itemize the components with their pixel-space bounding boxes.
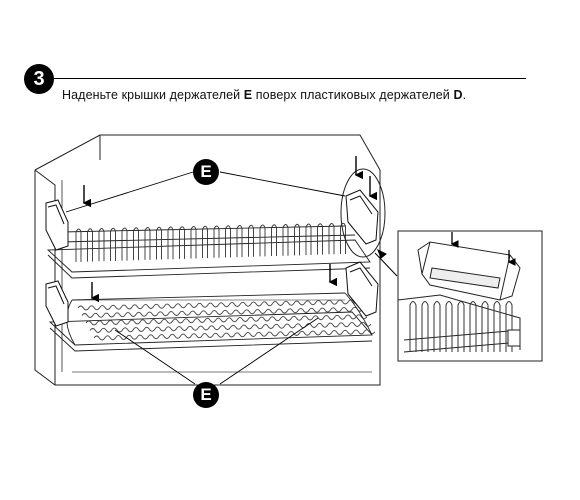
rack-rib [259, 224, 266, 257]
rack-wave-wire [93, 329, 376, 341]
rack-rib [156, 226, 162, 260]
rack-rib [167, 226, 174, 260]
instruction-label-d: D [453, 88, 463, 102]
inset-wire [481, 301, 489, 352]
lower-cup-rack [48, 292, 376, 352]
inset-wire [409, 301, 417, 352]
rack-rib [317, 223, 323, 255]
rack-wave-wire [89, 321, 372, 333]
rack-wave-wire [85, 314, 368, 326]
instruction-part-3: . [462, 88, 467, 102]
callout-e-bottom: E [193, 382, 219, 408]
rack-rib [225, 225, 231, 258]
inset-wire [445, 301, 453, 352]
rack-wave-wire [81, 306, 364, 318]
down-arrows [82, 156, 377, 303]
rack-rib [144, 227, 151, 260]
instruction-part-1: Наденьте крышки держателей [62, 88, 244, 102]
rack-rib [236, 225, 243, 258]
inset-wire [493, 301, 501, 352]
rack-rib [190, 226, 197, 259]
rack-rib [202, 225, 208, 259]
step-divider [54, 78, 526, 79]
callout-e-bottom-label: E [200, 385, 212, 404]
right-holders [345, 189, 379, 317]
rack-rib [110, 227, 116, 261]
rack-rib [340, 222, 346, 254]
left-holders [45, 199, 69, 327]
rack-rib [87, 228, 93, 262]
detail-highlight-ellipse [340, 168, 386, 258]
callout-e-top-label: E [200, 162, 212, 181]
rack-wave-wire [77, 299, 360, 311]
rack-rib [271, 224, 277, 257]
inset-wire [421, 301, 429, 352]
rack-rib [248, 224, 254, 257]
instruction-text: Наденьте крышки держателей E поверх плас… [62, 88, 466, 102]
rack-rib [179, 226, 185, 259]
inset-wire [505, 301, 513, 352]
rack-rib [121, 227, 128, 261]
callout-e-top: E [193, 159, 219, 185]
instruction-part-2: поверх пластиковых держателей [252, 88, 454, 102]
detail-connector [374, 248, 398, 277]
upper-plate-rack [46, 222, 371, 279]
rack-rib [98, 228, 105, 262]
detail-inset [397, 230, 543, 362]
inset-wire [469, 301, 477, 352]
rack-rib [213, 225, 220, 258]
rack-rib [305, 223, 312, 255]
step-number: 3 [33, 67, 45, 90]
rack-rib [294, 223, 300, 256]
rack-rib [328, 223, 335, 255]
callout-leaders [65, 171, 346, 385]
inset-wire [457, 301, 465, 352]
rack-rib [75, 228, 82, 262]
step-number-badge: 3 [24, 64, 54, 94]
instruction-label-e: E [243, 88, 253, 102]
detail-arrows [450, 232, 516, 266]
inset-wire [433, 301, 441, 352]
rack-rib [282, 224, 289, 256]
rack-rib [133, 227, 139, 261]
